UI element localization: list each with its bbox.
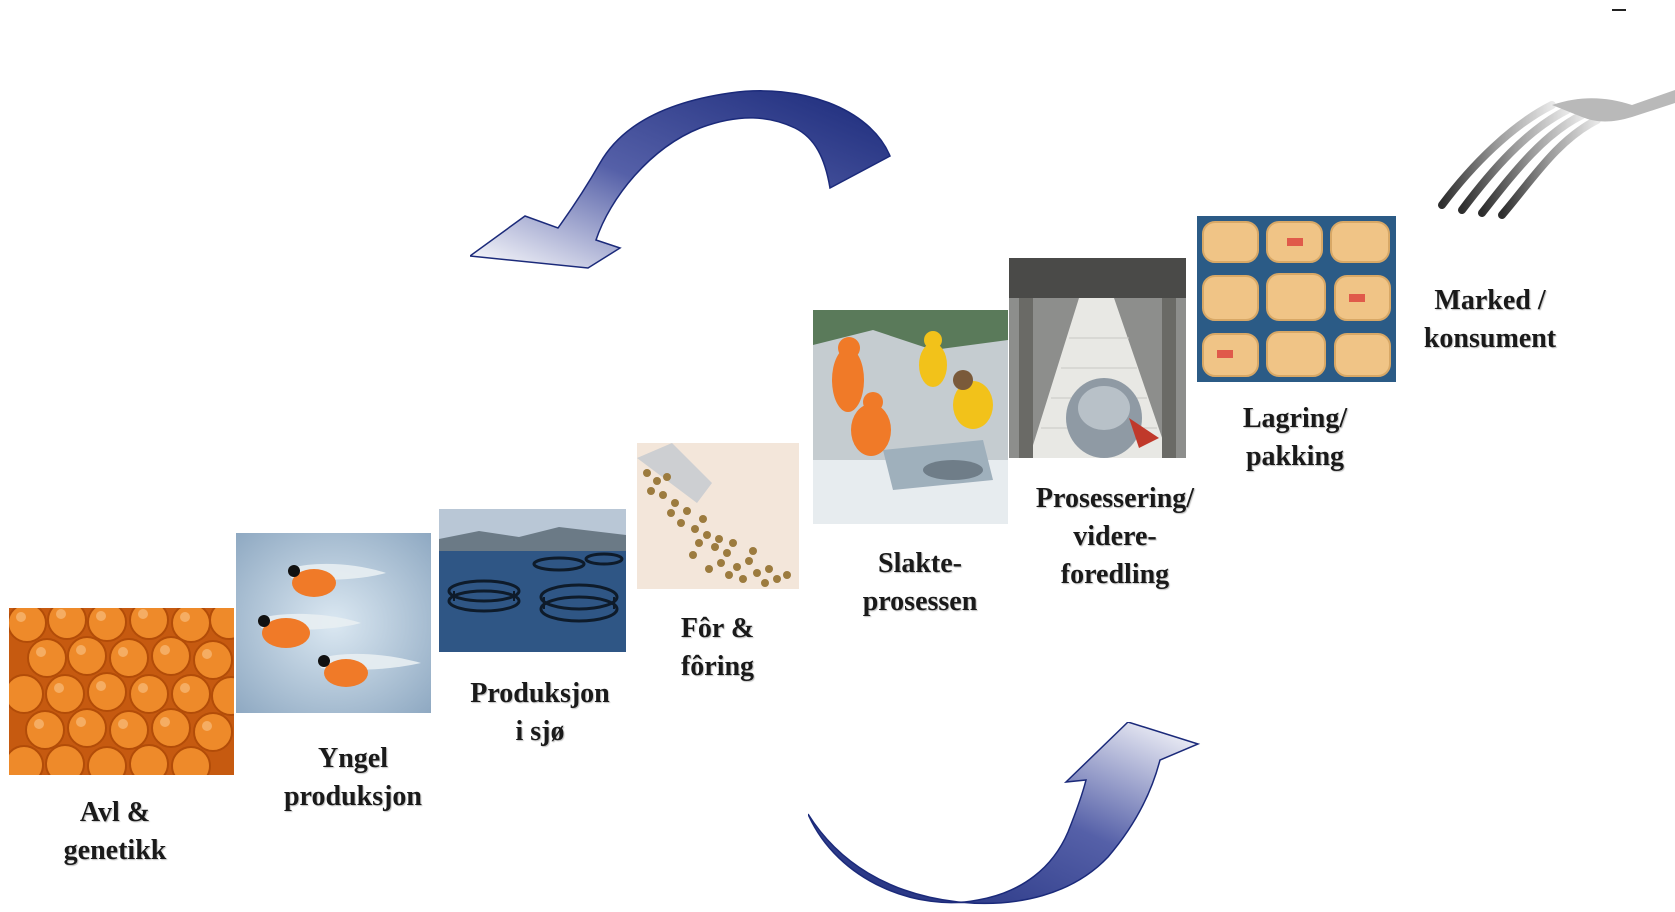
packed-fillets-image bbox=[1197, 216, 1396, 382]
label-lagring: Lagring/ pakking bbox=[1242, 403, 1348, 472]
slaughter-workers-image bbox=[813, 310, 1008, 524]
label-slakte: Slakte- prosessen bbox=[862, 548, 978, 617]
bottom-curved-arrow bbox=[808, 722, 1201, 905]
feed-pellets-image bbox=[637, 443, 799, 589]
label-produksjon: Produksjon i sjø bbox=[470, 678, 610, 747]
label-yngel: Yngel produksjon bbox=[283, 743, 422, 812]
fish-eggs-image bbox=[9, 608, 234, 775]
processing-line-image bbox=[1009, 258, 1186, 458]
label-avl: Avl & genetikk bbox=[63, 797, 167, 866]
label-for: Fôr & fôring bbox=[680, 613, 755, 682]
label-prosessering: Prosessering/ videre- foredling bbox=[1035, 483, 1195, 590]
fork-image bbox=[1438, 90, 1675, 219]
minimize-mark bbox=[1612, 9, 1626, 11]
label-marked: Marked / konsument bbox=[1423, 285, 1557, 354]
fry-image bbox=[236, 533, 431, 713]
sea-pens-image bbox=[439, 509, 626, 652]
top-curved-arrow bbox=[470, 90, 891, 269]
